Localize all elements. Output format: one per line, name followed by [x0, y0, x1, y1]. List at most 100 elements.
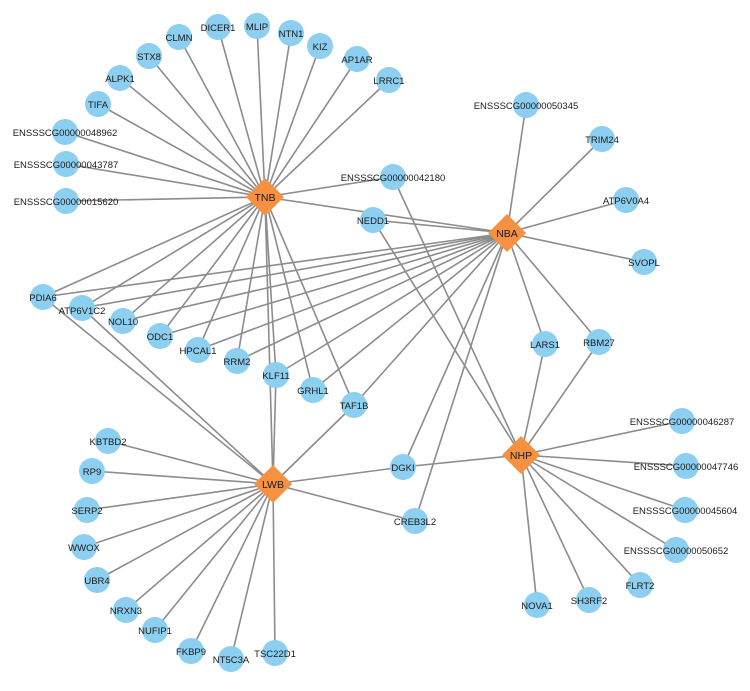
gene-node-ubr4[interactable]: UBR4	[84, 567, 110, 593]
gene-node-nedd1[interactable]: NEDD1	[357, 207, 389, 233]
edge-tnb-clmn	[178, 36, 266, 198]
gene-node-circle	[185, 337, 211, 363]
gene-label: PDIA6	[29, 293, 56, 304]
gene-node-circle	[360, 207, 386, 233]
gene-node-mlip[interactable]: MLIP	[244, 13, 270, 39]
gene-node-circle	[402, 508, 428, 534]
gene-node-svopl[interactable]: SVOPL	[628, 249, 660, 275]
gene-node-wwox[interactable]: WWOX	[68, 534, 100, 560]
hub-label: TNB	[255, 192, 276, 204]
gene-node-grhl1[interactable]: GRHL1	[297, 377, 329, 403]
gene-node-taf1b[interactable]: TAF1B	[340, 392, 369, 418]
gene-node-nol10[interactable]: NOL10	[108, 308, 138, 334]
edge-tnb-enssscg00000048962	[64, 131, 266, 198]
gene-label: DGKI	[391, 463, 414, 474]
edge-tnb-odc1	[159, 196, 266, 337]
edge-nhp-dgki	[402, 454, 522, 468]
gene-node-flrt2[interactable]: FLRT2	[626, 572, 655, 598]
gene-node-circle	[278, 20, 304, 46]
gene-node-enssscg00000045604[interactable]: ENSSSCG00000045604	[633, 497, 738, 523]
gene-node-nt5c3a[interactable]: NT5C3A	[213, 646, 250, 672]
edge-tnb-taf1b	[264, 196, 355, 406]
edge-lwb-rp9	[91, 470, 274, 485]
gene-node-dicer1[interactable]: DICER1	[201, 14, 236, 40]
gene-node-atp6v1c2[interactable]: ATP6V1C2	[59, 295, 106, 321]
gene-node-circle	[672, 497, 698, 523]
gene-node-enssscg00000050652[interactable]: ENSSSCG00000050652	[624, 537, 729, 563]
gene-node-circle	[663, 537, 689, 563]
gene-node-ntn1[interactable]: NTN1	[278, 20, 304, 46]
edge-tnb-nol10	[122, 196, 266, 322]
gene-label: ENSSSCG00000047746	[634, 462, 739, 473]
gene-label: ENSSSCG00000042180	[341, 173, 446, 184]
gene-node-circle	[53, 188, 79, 214]
gene-node-circle	[205, 14, 231, 40]
gene-node-enssscg00000050345[interactable]: ENSSSCG00000050345	[474, 92, 579, 118]
gene-node-circle	[142, 617, 168, 643]
hub-label: LWB	[262, 479, 284, 491]
hub-node-nba[interactable]: NBA	[488, 214, 526, 252]
gene-node-clmn[interactable]: CLMN	[166, 24, 193, 50]
gene-node-sh3rf2[interactable]: SH3RF2	[571, 587, 607, 613]
gene-node-enssscg00000043787[interactable]: ENSSSCG00000043787	[14, 151, 119, 177]
gene-label: SH3RF2	[571, 596, 607, 607]
gene-label: LRRC1	[373, 76, 404, 87]
gene-node-circle	[85, 91, 111, 117]
gene-node-lrrc1[interactable]: LRRC1	[373, 67, 405, 93]
gene-node-enssscg00000042180[interactable]: ENSSSCG00000042180	[341, 164, 446, 190]
gene-node-enssscg00000046287[interactable]: ENSSSCG00000046287	[630, 408, 735, 434]
gene-node-rbm27[interactable]: RBM27	[583, 329, 615, 355]
gene-node-dgki[interactable]: DGKI	[390, 454, 416, 480]
gene-node-odc1[interactable]: ODC1	[147, 323, 173, 349]
edge-nba-klf11	[275, 232, 508, 376]
gene-node-trim24[interactable]: TRIM24	[585, 126, 619, 152]
gene-label: NOL10	[108, 317, 138, 328]
edge-tnb-enssscg00000043787	[65, 163, 266, 198]
gene-node-circle	[30, 284, 56, 310]
gene-node-klf11[interactable]: KLF11	[262, 362, 290, 388]
gene-node-creb3l2[interactable]: CREB3L2	[394, 508, 436, 534]
edge-nba-nol10	[122, 232, 508, 322]
gene-node-tifa[interactable]: TIFA	[85, 91, 111, 117]
gene-label: NT5C3A	[213, 655, 250, 666]
edge-tnb-mlip	[256, 25, 266, 198]
gene-node-nova1[interactable]: NOVA1	[521, 592, 553, 618]
gene-node-enssscg00000048962[interactable]: ENSSSCG00000048962	[13, 119, 118, 145]
gene-node-tsc22d1[interactable]: TSC22D1	[254, 640, 296, 666]
gene-node-circle	[344, 46, 370, 72]
edge-lwb-creb3l2	[272, 483, 416, 522]
gene-label: RP9	[83, 467, 101, 478]
gene-node-circle	[532, 331, 558, 357]
gene-node-hpcal1[interactable]: HPCAL1	[180, 337, 217, 363]
gene-node-enssscg00000015620[interactable]: ENSSSCG00000015620	[14, 188, 119, 214]
gene-node-enssscg00000047746[interactable]: ENSSSCG00000047746	[634, 453, 739, 479]
gene-node-fkbp9[interactable]: FKBP9	[176, 638, 206, 664]
gene-node-alpk1[interactable]: ALPK1	[105, 65, 135, 91]
gene-node-circle	[178, 638, 204, 664]
hub-node-nhp[interactable]: NHP	[502, 436, 540, 474]
edge-nba-hpcal1	[197, 232, 508, 351]
gene-node-stx8[interactable]: STX8	[136, 43, 162, 69]
gene-node-atp6v0a4[interactable]: ATP6V0A4	[603, 187, 649, 213]
gene-node-nrxn3[interactable]: NRXN3	[110, 597, 142, 623]
gene-label: ENSSSCG00000046287	[630, 417, 735, 428]
gene-node-circle	[52, 119, 78, 145]
gene-label: NUFIP1	[138, 626, 172, 637]
gene-node-kiz[interactable]: KIZ	[307, 33, 333, 59]
gene-node-kbtbd2[interactable]: KBTBD2	[90, 428, 127, 454]
gene-node-rrm2[interactable]: RRM2	[224, 348, 251, 374]
gene-node-lars1[interactable]: LARS1	[530, 331, 560, 357]
gene-node-pdia6[interactable]: PDIA6	[29, 284, 57, 310]
gene-node-circle	[110, 308, 136, 334]
hub-node-lwb[interactable]: LWB	[254, 465, 292, 503]
gene-node-serp2[interactable]: SERP2	[71, 497, 103, 523]
edge-nba-svopl	[506, 232, 645, 263]
gene-node-nufip1[interactable]: NUFIP1	[138, 617, 172, 643]
gene-label: ENSSSCG00000043787	[14, 160, 119, 171]
edge-tnb-alpk1	[119, 77, 266, 198]
gene-node-rp9[interactable]: RP9	[79, 458, 105, 484]
gene-node-ap1ar[interactable]: AP1AR	[341, 46, 373, 72]
gene-node-circle	[390, 454, 416, 480]
hub-node-tnb[interactable]: TNB	[246, 178, 284, 216]
